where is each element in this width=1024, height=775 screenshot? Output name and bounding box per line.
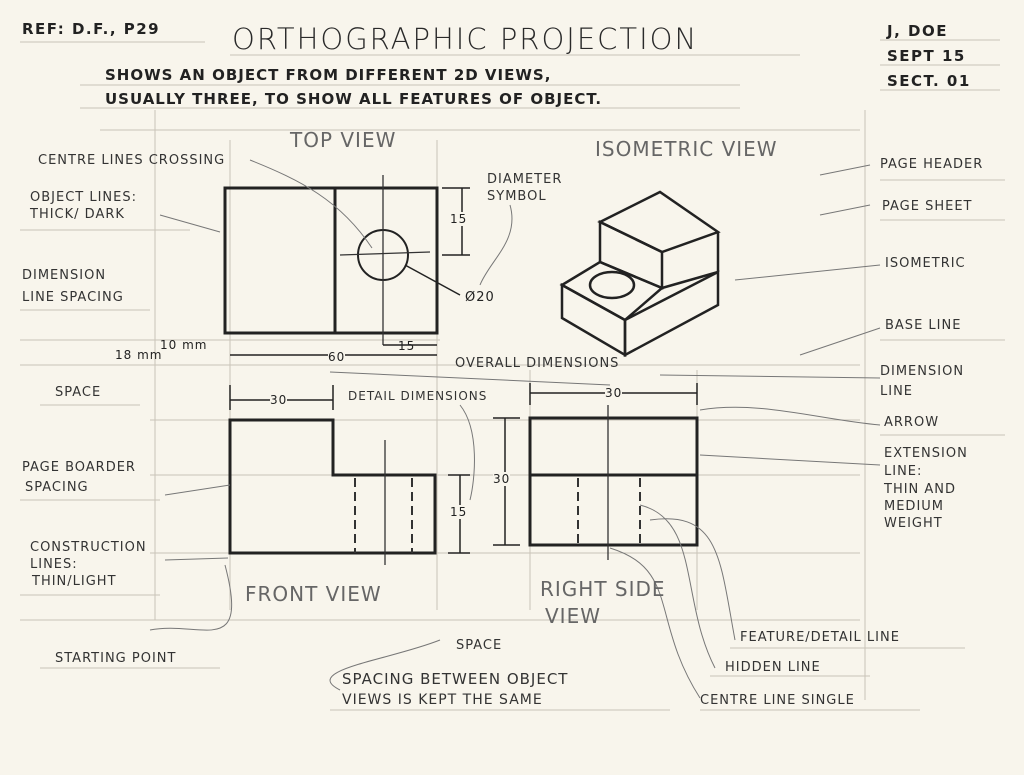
label-diameter: DIAMETER bbox=[487, 172, 563, 187]
right-view-label-1: RIGHT SIDE bbox=[540, 577, 666, 601]
object-lines bbox=[223, 186, 721, 555]
dim-top-detail: 15 bbox=[398, 339, 416, 353]
label-construction: CONSTRUCTION bbox=[30, 540, 147, 555]
label-extension-4: MEDIUM bbox=[884, 499, 945, 514]
label-hidden-line: HIDDEN LINE bbox=[725, 660, 821, 675]
top-view-outline bbox=[223, 186, 439, 335]
label-space-center: SPACE bbox=[456, 638, 503, 653]
dim-10mm: 10 mm bbox=[160, 338, 208, 352]
dim-diameter: Ø20 bbox=[465, 290, 495, 305]
construction-lines bbox=[20, 39, 1005, 711]
top-view-label: TOP VIEW bbox=[290, 128, 397, 152]
isometric-view-label: ISOMETRIC VIEW bbox=[595, 137, 778, 161]
front-view-outline bbox=[228, 418, 437, 555]
centre-and-hidden-lines bbox=[339, 175, 641, 565]
dim-front-width: 30 bbox=[270, 393, 288, 407]
front-view-label: FRONT VIEW bbox=[245, 582, 382, 606]
label-construction-2: LINES: bbox=[30, 557, 78, 572]
section: SECT. 01 bbox=[887, 72, 971, 90]
right-view-outline bbox=[528, 416, 699, 547]
label-overall-dimensions: OVERALL DIMENSIONS bbox=[455, 356, 620, 371]
label-page-border-2: SPACING bbox=[25, 480, 89, 495]
page-title: ORTHOGRAPHIC PROJECTION bbox=[232, 22, 699, 56]
label-diameter-2: SYMBOL bbox=[487, 189, 547, 204]
label-page-border: PAGE BOARDER bbox=[22, 460, 136, 475]
reference: REF: D.F., P29 bbox=[22, 20, 161, 38]
label-feature-line: FEATURE/DETAIL LINE bbox=[740, 630, 900, 645]
subtitle-line2: USUALLY THREE, TO SHOW ALL FEATURES OF O… bbox=[105, 90, 603, 108]
label-space-left: SPACE bbox=[55, 385, 102, 400]
leader-lines bbox=[149, 159, 881, 699]
label-extension: EXTENSION bbox=[884, 446, 968, 461]
dim-top-height: 15 bbox=[450, 212, 468, 226]
label-page-sheet: PAGE SHEET bbox=[882, 199, 973, 214]
label-base-line: BASE LINE bbox=[885, 318, 962, 333]
label-dimension-line: DIMENSION bbox=[880, 364, 965, 379]
label-starting-point: STARTING POINT bbox=[55, 651, 177, 666]
dim-18mm: 18 mm bbox=[115, 348, 163, 362]
right-view-label-2: VIEW bbox=[545, 604, 601, 628]
author: J, DOE bbox=[887, 22, 948, 40]
label-centre-lines: CENTRE LINES CROSSING bbox=[38, 153, 226, 168]
isometric-object bbox=[559, 190, 721, 358]
label-object-lines-2: THICK/ DARK bbox=[30, 207, 125, 222]
label-extension-3: THIN AND bbox=[884, 482, 957, 497]
label-dimension-spacing: DIMENSION bbox=[22, 268, 107, 283]
label-spacing-between: SPACING BETWEEN OBJECT bbox=[342, 670, 569, 688]
label-arrow: ARROW bbox=[884, 415, 940, 430]
label-centre-line: CENTRE LINE SINGLE bbox=[700, 693, 855, 708]
label-spacing-between-2: VIEWS IS KEPT THE SAME bbox=[342, 692, 543, 708]
label-isometric: ISOMETRIC bbox=[885, 256, 966, 271]
label-construction-3: THIN/LIGHT bbox=[32, 574, 117, 589]
dim-top-width: 60 bbox=[328, 350, 346, 364]
label-dimension-spacing-2: LINE SPACING bbox=[22, 290, 124, 305]
date: SEPT 15 bbox=[887, 47, 966, 65]
dim-right-width: 30 bbox=[605, 386, 623, 400]
label-detail-dimensions: DETAIL DIMENSIONS bbox=[348, 389, 488, 403]
label-object-lines: OBJECT LINES: bbox=[30, 190, 137, 205]
dim-right-height: 30 bbox=[493, 472, 511, 486]
subtitle-line1: SHOWS AN OBJECT FROM DIFFERENT 2D VIEWS, bbox=[105, 66, 552, 84]
label-dimension-line-2: LINE bbox=[880, 384, 914, 399]
label-extension-2: LINE: bbox=[884, 464, 923, 479]
dim-front-step: 15 bbox=[450, 505, 468, 519]
label-extension-5: WEIGHT bbox=[884, 516, 943, 531]
label-page-header: PAGE HEADER bbox=[880, 157, 984, 172]
